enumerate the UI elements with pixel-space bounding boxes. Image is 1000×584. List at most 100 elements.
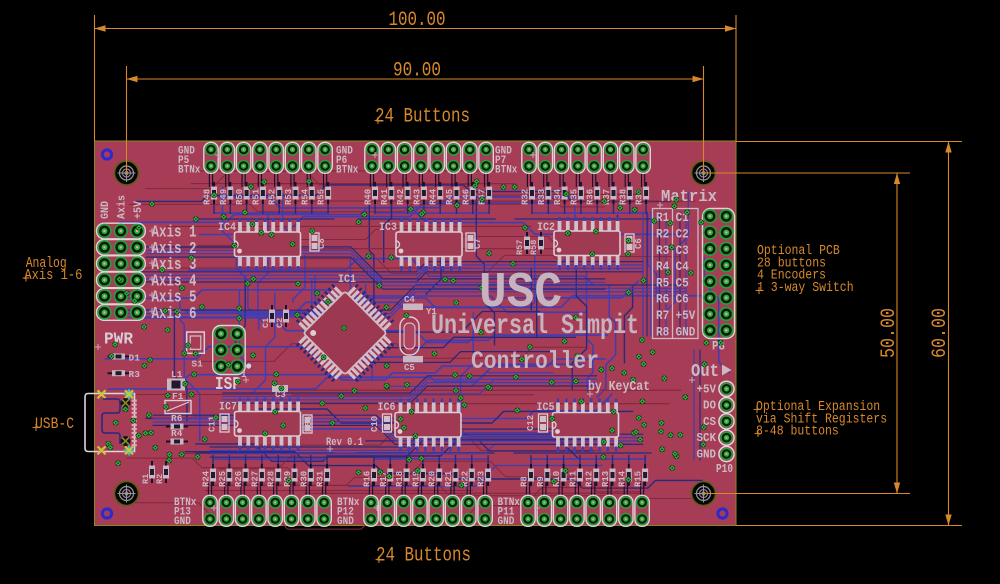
svg-text:C5: C5 — [676, 275, 689, 290]
svg-text:R48: R48 — [202, 189, 213, 205]
svg-text:DO: DO — [703, 399, 716, 413]
svg-text:IC1: IC1 — [338, 274, 356, 286]
svg-text:24 Buttons: 24 Buttons — [376, 545, 471, 568]
svg-text:L1: L1 — [171, 369, 183, 380]
svg-text:C10: C10 — [370, 416, 380, 432]
svg-text:R43: R43 — [411, 189, 422, 205]
svg-text:R11: R11 — [567, 471, 578, 487]
svg-text:Axis: Axis — [117, 195, 129, 219]
svg-text:C3: C3 — [676, 243, 689, 258]
svg-text:R4: R4 — [171, 428, 183, 439]
svg-text:C4: C4 — [404, 295, 415, 305]
svg-text:C12: C12 — [526, 415, 536, 431]
svg-text:Axis 2: Axis 2 — [152, 240, 197, 259]
svg-text:R2: R2 — [656, 227, 669, 242]
svg-text:C1: C1 — [261, 318, 271, 328]
svg-text:Optional Expansion: Optional Expansion — [756, 400, 880, 415]
svg-text:R30: R30 — [298, 471, 309, 487]
svg-text:BTNx: BTNx — [337, 497, 360, 509]
svg-text:S1: S1 — [191, 358, 203, 369]
svg-text:P13: P13 — [174, 507, 191, 519]
svg-text:ISP: ISP — [215, 374, 241, 395]
svg-text:R27: R27 — [249, 471, 260, 487]
svg-text:Rev 0.1: Rev 0.1 — [326, 437, 363, 449]
svg-text:R26: R26 — [233, 471, 244, 487]
svg-text:R10: R10 — [551, 471, 562, 487]
svg-text:Analog: Analog — [26, 255, 67, 272]
svg-text:GND: GND — [697, 448, 717, 462]
svg-text:GND: GND — [178, 146, 195, 158]
svg-text:R50: R50 — [234, 189, 245, 205]
svg-text:C5: C5 — [404, 363, 415, 373]
svg-text:R1: R1 — [656, 210, 669, 225]
svg-text:P11: P11 — [498, 507, 515, 519]
svg-text:R25: R25 — [217, 471, 228, 487]
svg-text:R21: R21 — [443, 471, 454, 487]
svg-text:50.00: 50.00 — [878, 308, 901, 358]
svg-text:BTNx: BTNx — [495, 165, 518, 177]
svg-text:BTNx: BTNx — [178, 165, 201, 177]
svg-text:P10: P10 — [716, 462, 733, 476]
svg-text:R39: R39 — [634, 189, 645, 205]
svg-text:BTNx: BTNx — [174, 497, 197, 509]
svg-text:Universal Simpit: Universal Simpit — [431, 311, 639, 342]
svg-text:28 buttons: 28 buttons — [757, 256, 826, 271]
svg-text:+5V: +5V — [676, 308, 696, 323]
svg-text:C3: C3 — [275, 390, 286, 400]
svg-text:GND: GND — [676, 324, 696, 339]
svg-text:90.00: 90.00 — [393, 60, 441, 83]
svg-text:R49: R49 — [218, 189, 229, 205]
svg-text:100.00: 100.00 — [389, 9, 446, 32]
svg-text:R53: R53 — [283, 189, 294, 205]
svg-text:R16: R16 — [362, 471, 373, 487]
svg-text:R6: R6 — [171, 413, 183, 424]
svg-text:GND: GND — [495, 146, 512, 158]
svg-text:SCK: SCK — [697, 431, 717, 445]
svg-text:R2: R2 — [155, 474, 165, 484]
svg-text:PWR: PWR — [104, 331, 134, 350]
svg-text:C7: C7 — [473, 238, 483, 249]
svg-text:+5V: +5V — [133, 201, 145, 219]
svg-text:R3: R3 — [656, 243, 669, 258]
svg-text:R58: R58 — [529, 240, 539, 255]
svg-text:8-48 buttons: 8-48 buttons — [756, 425, 839, 440]
svg-text:Matrix: Matrix — [661, 188, 717, 207]
svg-text:24 Buttons: 24 Buttons — [375, 106, 470, 129]
svg-text:C6: C6 — [676, 292, 689, 307]
svg-text:P6: P6 — [336, 155, 347, 167]
svg-text:P12: P12 — [337, 507, 354, 519]
svg-text:C6: C6 — [634, 238, 644, 249]
svg-text:Axis 5: Axis 5 — [152, 289, 197, 308]
svg-text:BTNx: BTNx — [498, 497, 521, 509]
svg-text:CS: CS — [703, 415, 716, 429]
svg-text:Out: Out — [691, 362, 719, 382]
svg-text:R15: R15 — [633, 471, 644, 487]
svg-text:R32: R32 — [520, 189, 531, 205]
svg-text:D1: D1 — [129, 353, 141, 364]
svg-text:IC4: IC4 — [218, 222, 236, 234]
svg-text:IC2: IC2 — [537, 222, 555, 234]
svg-text:IC5: IC5 — [537, 402, 555, 414]
svg-text:1 3-way Switch: 1 3-way Switch — [757, 281, 854, 296]
svg-text:R54: R54 — [299, 189, 310, 205]
svg-text:Axis 1-6: Axis 1-6 — [24, 267, 82, 284]
svg-text:R7: R7 — [656, 308, 669, 323]
svg-text:R31: R31 — [315, 471, 326, 487]
svg-text:R36: R36 — [585, 189, 596, 205]
svg-text:R24: R24 — [201, 471, 212, 487]
svg-text:R55: R55 — [316, 189, 327, 205]
svg-text:C11: C11 — [208, 415, 218, 432]
svg-text:R42: R42 — [395, 189, 406, 205]
svg-text:P5: P5 — [178, 155, 190, 167]
svg-text:R41: R41 — [379, 189, 390, 205]
svg-text:GND: GND — [337, 516, 354, 528]
svg-text:60.00: 60.00 — [929, 308, 952, 358]
svg-text:R19: R19 — [410, 471, 421, 487]
svg-text:BTNx: BTNx — [336, 165, 359, 177]
svg-text:R14: R14 — [616, 471, 627, 487]
svg-text:C2: C2 — [275, 318, 285, 328]
svg-text:R44: R44 — [428, 189, 439, 205]
svg-text:R22: R22 — [459, 471, 470, 487]
svg-text:+5V: +5V — [697, 382, 717, 396]
svg-text:1: 1 — [241, 370, 247, 380]
